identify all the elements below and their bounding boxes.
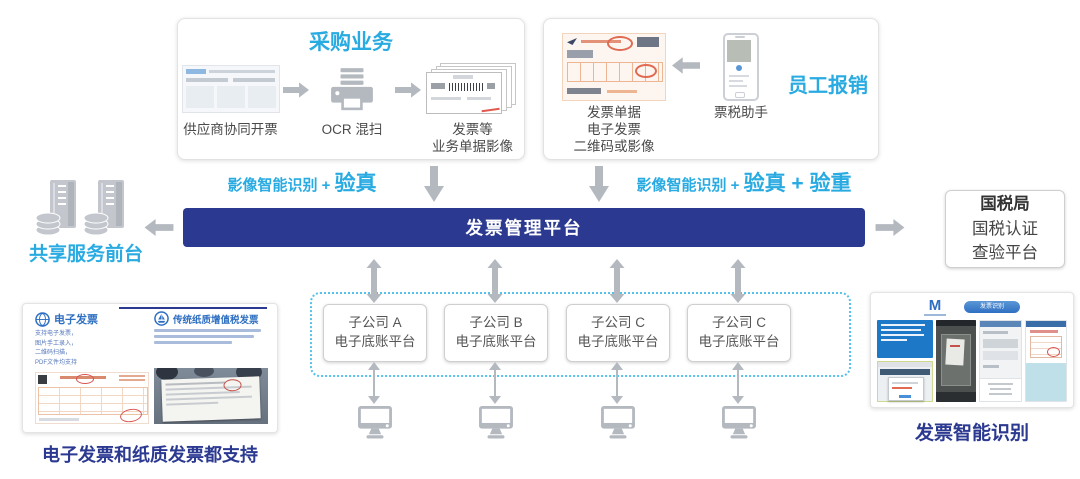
blue-note-panel — [877, 320, 933, 358]
arrow-down-icon — [424, 166, 444, 202]
recognition-caption: 发票智能识别 — [914, 423, 1029, 444]
invoice-stack-icon — [426, 63, 518, 115]
double-arrow-icon — [366, 259, 382, 303]
recognized-invoice-screenshot — [1024, 320, 1067, 402]
invoice-doc-label: 发票单据 电子发票 二维码或影像 — [573, 105, 655, 154]
supplier-portal-label: 供应商协同开票 — [183, 122, 278, 137]
invoice-thumbnail — [562, 33, 666, 101]
double-arrow-icon — [732, 362, 744, 404]
desktop-screenshot — [877, 361, 933, 402]
reimburse-recognition-label: 影像智能识别 + 验真 + 验重 — [636, 172, 852, 195]
subsidiary-box-c1: 子公司 C 电子底账平台 — [566, 304, 670, 362]
ocr-scan-label: OCR 混扫 — [321, 122, 383, 137]
invoice-images-label: 发票等 业务单据影像 — [431, 122, 513, 154]
recognition-button: 发票识别 — [963, 300, 1020, 314]
subsidiaries-zone — [310, 292, 851, 377]
arrow-left-icon — [144, 219, 174, 236]
reimbursement-title: 员工报销 — [788, 75, 868, 97]
arrow-right-icon — [394, 82, 421, 98]
double-arrow-icon — [489, 362, 501, 404]
tax-bureau-box: 国税局 国税认证 查验平台 — [945, 190, 1065, 268]
double-arrow-icon — [609, 259, 625, 303]
paper-invoice-photo — [154, 368, 268, 424]
monitor-icon — [601, 406, 635, 439]
tax-app-label: 票税助手 — [714, 105, 768, 120]
subsidiary-box-a: 子公司 A 电子底账平台 — [323, 304, 427, 362]
arrow-left-icon — [672, 57, 700, 74]
ocr-scan-step: OCR 混扫 — [309, 60, 395, 139]
globe-icon — [35, 311, 50, 327]
e-invoice-column: 电子发票 支持电子发票， 图片手工录入， 二维码扫描， PDF文件均支持 — [31, 311, 150, 426]
arrow-right-icon — [283, 82, 309, 98]
procurement-card: 采购业务 供应商协同开票 — [177, 18, 525, 160]
result-list-screenshot — [979, 320, 1022, 402]
invoice-support-card: 电子发票 支持电子发票， 图片手工录入， 二维码扫描， PDF文件均支持 — [22, 303, 278, 433]
recognition-screenshots — [877, 320, 1067, 402]
supplier-portal-step: 供应商协同开票 — [178, 60, 283, 139]
invoice-doc-step: 发票单据 电子发票 二维码或影像 — [558, 33, 670, 156]
sailboat-icon — [154, 311, 169, 326]
procurement-title: 采购业务 — [309, 31, 393, 54]
double-arrow-icon — [611, 362, 623, 404]
printer-icon — [331, 68, 373, 111]
server-rack-icon — [36, 180, 124, 236]
invoice-recognition-card: M 发票识别 — [870, 292, 1074, 408]
paper-invoice-title: 传统纸质增值税发票 — [173, 314, 259, 326]
web-portal-thumbnail — [181, 65, 280, 113]
tax-app-step: 票税助手 — [708, 33, 774, 122]
tax-bureau-title: 国税局 — [980, 194, 1030, 213]
monitor-icon — [722, 406, 756, 439]
phone-thumbnail — [723, 33, 759, 101]
arrow-down-icon — [589, 166, 609, 202]
invoice-platform-label: 发票管理平台 — [465, 218, 583, 238]
support-caption: 电子发票和纸质发票都支持 — [42, 445, 258, 465]
monitor-icon — [479, 406, 513, 439]
subsidiary-box-b: 子公司 B 电子底账平台 — [444, 304, 548, 362]
purchase-recognition-label: 影像智能识别 + 验真 — [227, 172, 377, 195]
reimbursement-card: 发票单据 电子发票 二维码或影像 票税助手 — [543, 18, 879, 160]
invoice-platform-bar: 发票管理平台 — [183, 208, 865, 247]
arrow-right-icon — [875, 219, 905, 236]
m-logo: M — [923, 298, 946, 316]
e-invoice-title: 电子发票 — [54, 314, 98, 326]
double-arrow-icon — [487, 259, 503, 303]
paper-invoice-column: 传统纸质增值税发票 — [150, 311, 269, 426]
e-invoice-notes: 支持电子发票， 图片手工录入， 二维码扫描， PDF文件均支持 — [35, 331, 78, 366]
shared-service-label: 共享服务前台 — [28, 244, 143, 265]
double-arrow-icon — [730, 259, 746, 303]
paper-invoice-notes — [154, 329, 265, 344]
camera-capture-screenshot — [936, 320, 977, 402]
monitor-icon — [358, 406, 392, 439]
e-invoice-sample-image — [35, 372, 149, 424]
invoice-images-step: 发票等 业务单据影像 — [421, 60, 524, 156]
subsidiary-box-c2: 子公司 C 电子底账平台 — [687, 304, 791, 362]
double-arrow-icon — [368, 362, 380, 404]
